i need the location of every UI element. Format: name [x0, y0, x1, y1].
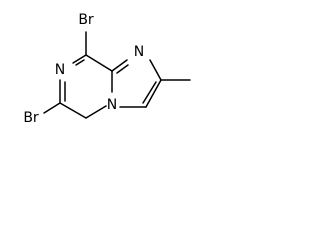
bond-c8a-n1-inner — [116, 64, 129, 74]
bond-c5-n4 — [85, 105, 107, 119]
bond-c8a-n1 — [111, 59, 128, 72]
bond-n1-c2 — [149, 59, 162, 81]
atom-labels: Br Br N N N — [23, 12, 144, 126]
atom-label-n-imidazole: N — [134, 44, 144, 60]
bond-c8a-c8 — [85, 54, 113, 72]
bond-c6-c5 — [59, 102, 87, 119]
bond-c8-n7-inner — [75, 59, 85, 66]
atom-label-n-pyrazine: N — [55, 62, 65, 78]
bond-c8-n7 — [72, 54, 87, 64]
bond-c2-c3-inner — [142, 81, 157, 104]
atom-label-n-bridge: N — [107, 97, 117, 113]
bond-c6-br — [43, 102, 61, 114]
atom-label-br-bottom: Br — [23, 110, 39, 126]
bond-c2-c3 — [145, 79, 162, 108]
bond-lines — [43, 31, 191, 119]
chemical-structure-diagram: Br Br N N N — [23, 12, 191, 126]
atom-label-br-top: Br — [78, 12, 94, 28]
